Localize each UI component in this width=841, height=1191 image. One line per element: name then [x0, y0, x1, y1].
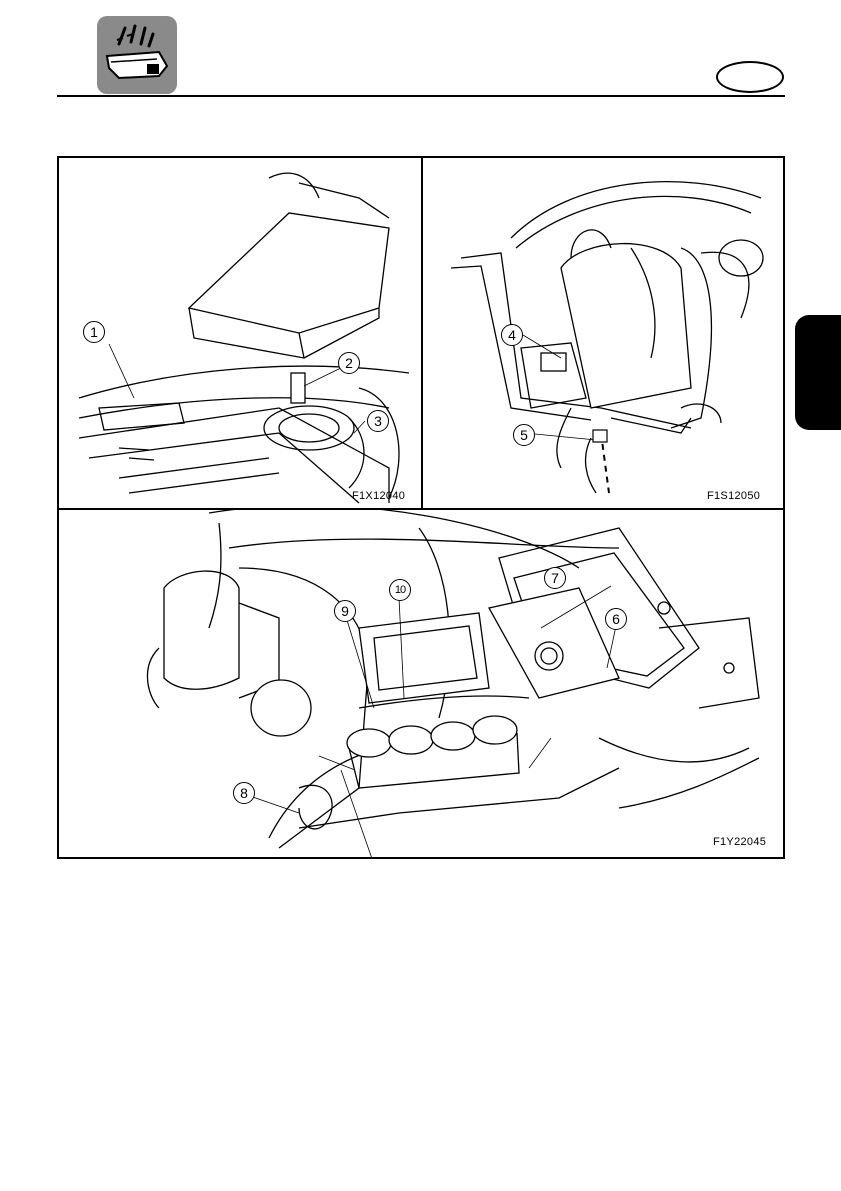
fuel-tank-illustration	[421, 158, 785, 508]
figure-panel-2: 4 5 F1S12050	[421, 158, 785, 510]
callout-3: 3	[367, 410, 389, 432]
engine-compartment-illustration	[59, 508, 785, 859]
figure-code-1: F1X12040	[352, 490, 405, 502]
section-side-tab	[795, 315, 841, 430]
callout-5: 5	[513, 424, 535, 446]
callout-4: 4	[501, 324, 523, 346]
figure-code-2: F1S12050	[707, 490, 760, 502]
watercraft-maintenance-icon	[97, 16, 177, 94]
figure-code-3: F1Y22045	[713, 836, 766, 848]
seat-storage-illustration	[59, 158, 421, 508]
callout-1: 1	[83, 321, 105, 343]
callout-9: 9	[334, 600, 356, 622]
figure-panel-3: 6 7 8 9 10 F1Y22045	[59, 508, 785, 859]
figure-panel-1: 1 2 3 F1X12040	[59, 158, 423, 510]
header-rule	[57, 95, 785, 97]
watercraft-maintenance-icon-graphic	[97, 16, 177, 94]
callout-6: 6	[605, 608, 627, 630]
callout-2: 2	[338, 352, 360, 374]
figure-frame: 1 2 3 F1X12040	[57, 156, 785, 859]
callout-7: 7	[544, 567, 566, 589]
callout-10: 10	[389, 579, 411, 601]
callout-8: 8	[233, 782, 255, 804]
language-tab-oval	[716, 61, 784, 93]
